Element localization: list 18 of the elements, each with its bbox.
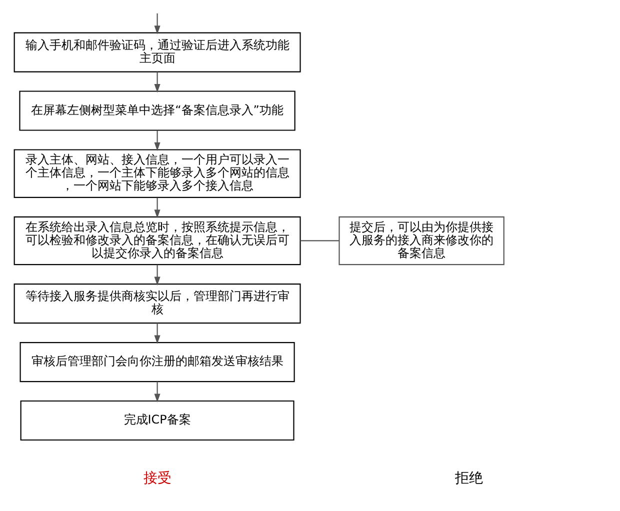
- arrow: [154, 72, 160, 93]
- node-box: 在系统给出录入信息总览时，按照系统提示信息，可以检验和修改录入的备案信息，在确认无误后可以提交你录入的备案信息: [14, 216, 301, 266]
- node-box: 等待接入服务提供商核实以后，管理部门再进行审核: [14, 284, 301, 324]
- arrow: [154, 382, 160, 402]
- arrow: [154, 198, 160, 218]
- node-box: 完成ICP备案: [20, 400, 294, 441]
- arrow: [154, 13, 160, 34]
- node-box: 录入主体、网站、接入信息，一个用户可以录入一个主体信息，一个主体下能够录入多个网站的信息，一个网站下能够录入多个接入信息: [14, 149, 301, 198]
- node-box: 提交后，可以由为你提供接入服务的接入商来修改你的备案信息: [338, 216, 504, 266]
- arrow: [154, 323, 160, 344]
- node-box: 审核后管理部门会向你注册的邮箱发送审核结果: [20, 342, 295, 382]
- label: 接受: [143, 470, 172, 487]
- connector: [300, 240, 340, 242]
- arrow: [154, 264, 160, 286]
- node-box: 输入手机和邮件验证码，通过验证后进入系统功能主页面: [14, 32, 301, 72]
- arrow: [154, 130, 160, 151]
- label: 拒绝: [455, 470, 484, 487]
- node-box: 在屏幕左侧树型菜单中选择“备案信息录入”功能: [19, 90, 296, 131]
